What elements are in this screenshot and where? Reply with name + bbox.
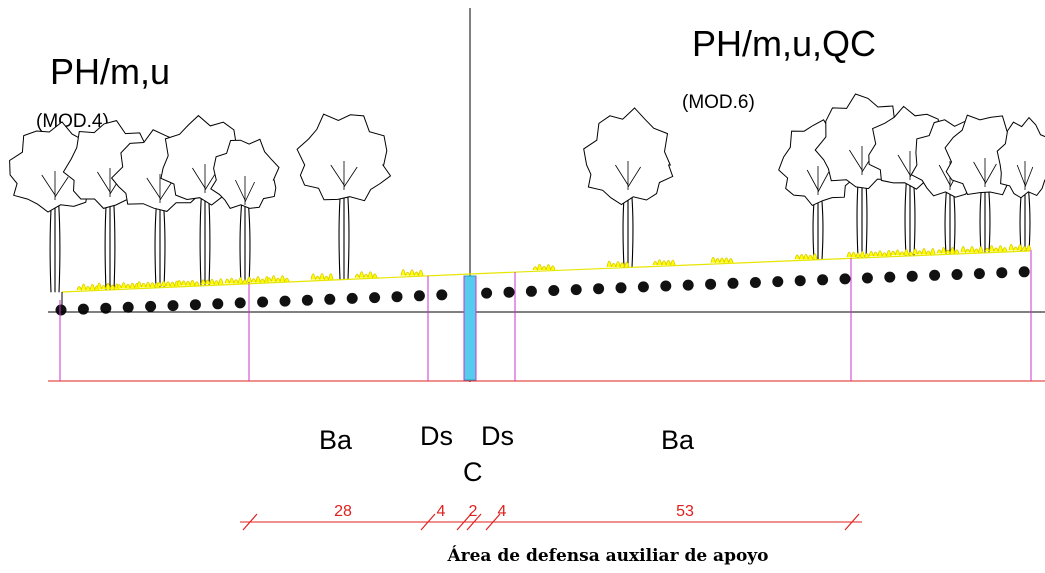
bed-dot: [548, 285, 560, 296]
bed-dot: [301, 294, 313, 306]
shrub: [606, 260, 630, 268]
bed-dot: [436, 289, 448, 301]
zone-label-ds-right: Ds: [481, 421, 514, 451]
shrub: [532, 263, 556, 272]
bed-dot: [951, 269, 963, 280]
right-section-title: PH/m,u,QC: [692, 23, 876, 64]
tree-group: [9, 93, 1045, 293]
ground-surface-line: [61, 250, 1031, 293]
bed-dot: [346, 292, 358, 304]
shrub: [960, 245, 984, 254]
shrub: [400, 269, 424, 278]
bed-dot: [525, 285, 537, 297]
bed-dot: [615, 282, 627, 294]
shrub: [136, 281, 160, 288]
bed-dot: [234, 297, 246, 309]
bed-dot: [817, 274, 829, 286]
bed-dot: [906, 270, 918, 282]
left-section-title: PH/m,u: [50, 51, 170, 92]
shrub: [984, 244, 1008, 252]
bed-dot: [929, 269, 941, 281]
dimension-value: 4: [437, 503, 446, 520]
bed-dot: [391, 291, 403, 303]
bed-dot: [996, 267, 1008, 279]
dimension-value: 28: [334, 503, 352, 520]
shrub: [652, 259, 676, 266]
shrub: [710, 256, 734, 263]
bed-dot: [77, 303, 89, 315]
bed-dot: [772, 276, 784, 288]
zone-label-channel: C: [463, 457, 483, 487]
shrub: [246, 275, 270, 283]
bed-dot: [145, 300, 157, 312]
dimension-value: 2: [469, 503, 478, 520]
bed-dot: [257, 296, 269, 308]
shrub: [76, 283, 100, 292]
bed-dot: [660, 280, 672, 292]
shrub: [890, 248, 914, 256]
bed-dot: [682, 279, 694, 291]
bed-dot: [593, 283, 605, 295]
dimension-value: 53: [676, 503, 694, 520]
bed-dot: [570, 284, 582, 296]
bed-dot: [727, 277, 739, 289]
shrub: [96, 282, 120, 290]
shrub: [846, 251, 870, 258]
tree: [996, 116, 1045, 252]
zone-label-ba-left: Ba: [319, 425, 353, 455]
shrub: [310, 273, 334, 282]
shrub: [156, 280, 180, 287]
shrub: [1008, 244, 1032, 251]
bed-dot: [55, 304, 67, 316]
zone-label-ba-right: Ba: [661, 425, 695, 455]
bed-dot: [212, 298, 224, 310]
left-section-module: (MOD.4): [36, 111, 109, 132]
bed-dot: [637, 281, 649, 293]
shrub: [794, 253, 818, 260]
bed-dot: [973, 268, 985, 280]
bed-dot: [279, 295, 291, 307]
bed-dot: [413, 290, 425, 302]
bed-dot: [794, 275, 806, 287]
shrub: [176, 279, 200, 286]
bed-dot: [861, 272, 873, 284]
zone-label-ds-left: Ds: [420, 421, 453, 451]
diagram-caption: Área de defensa auxiliar de apoyo: [446, 545, 768, 566]
bed-dot: [122, 301, 134, 313]
bed-dot: [324, 293, 336, 305]
bed-dot: [749, 277, 761, 288]
shrub: [200, 278, 224, 285]
bed-dot: [705, 278, 717, 290]
shrub: [116, 282, 140, 289]
bed-dot: [884, 271, 896, 283]
dot-row: [55, 266, 1030, 316]
bed-dot: [369, 292, 381, 304]
bed-dot: [1018, 266, 1030, 278]
channel-fill: [463, 275, 477, 381]
dimension-ticks: [242, 513, 860, 531]
bed-dot: [503, 286, 515, 298]
right-section-module: (MOD.6): [682, 92, 755, 113]
bed-dot: [839, 273, 851, 285]
tree: [210, 138, 280, 284]
shrub-group: [76, 244, 1032, 292]
tree: [583, 107, 674, 268]
shrub: [936, 246, 960, 255]
shrub: [912, 247, 936, 255]
tree: [296, 113, 392, 280]
shrub: [354, 271, 378, 278]
shrub: [224, 277, 248, 284]
dimension-value: 4: [498, 503, 507, 520]
bed-dot: [481, 287, 493, 299]
bed-dot: [167, 300, 179, 312]
shrub: [266, 275, 290, 284]
bed-dot: [100, 302, 112, 314]
shrub: [868, 249, 892, 257]
bed-dot: [189, 299, 201, 311]
